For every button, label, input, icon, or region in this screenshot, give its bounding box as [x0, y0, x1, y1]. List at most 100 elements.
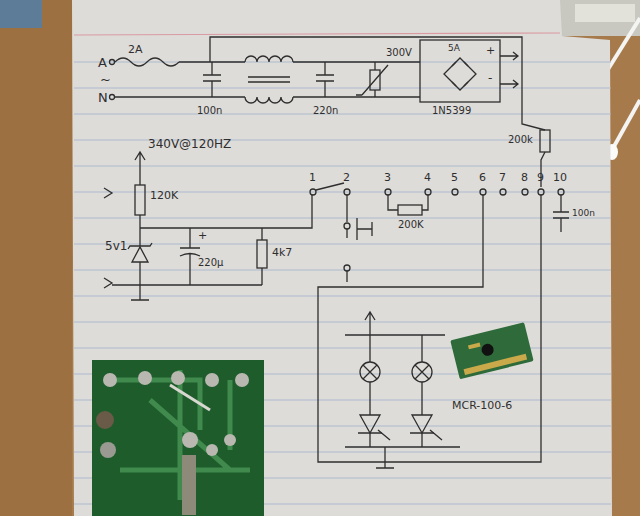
schematic-label: 5 [451, 172, 458, 183]
pcb-photo [205, 373, 219, 387]
terminal-strip [500, 189, 506, 195]
paper-sheet [74, 218, 611, 219]
mains-filter [356, 65, 388, 95]
terminal-strip [318, 195, 483, 462]
lamp-thyristor-circuit [376, 447, 394, 468]
schematic-label: 100n [572, 209, 595, 218]
schematic-label: + [486, 45, 495, 56]
schematic-label: - [488, 72, 492, 84]
mains-filter [248, 77, 290, 82]
supply-circuit [131, 285, 149, 300]
lamp-thyristor-circuit [370, 335, 422, 362]
mains-filter [245, 97, 293, 103]
pcb-photo [92, 360, 264, 516]
lamp-thyristor-circuit [370, 433, 422, 447]
mains-filter [444, 58, 476, 90]
pcb-photo [224, 434, 236, 446]
supply-circuit [135, 185, 145, 215]
terminal-strip [344, 189, 350, 195]
terminal-strip [522, 189, 528, 195]
schematic-label: + [198, 230, 207, 241]
thyristor-board [450, 322, 533, 379]
background [0, 0, 72, 516]
schematic-label: 2A [128, 44, 143, 55]
lamp-thyristor-circuit [370, 382, 422, 415]
mains-filter [420, 40, 500, 102]
paper-sheet [74, 296, 611, 297]
terminal-strip [425, 189, 431, 195]
terminal-strip [538, 189, 544, 195]
terminal-strip [310, 189, 316, 195]
terminal-strip [452, 189, 458, 195]
paper-sheet [74, 270, 611, 271]
mains-filter [316, 62, 334, 97]
paper-sheet [74, 166, 611, 167]
schematic-label: 4 [424, 172, 431, 183]
schematic-label: 1N5399 [432, 106, 471, 116]
pcb-photo [235, 373, 249, 387]
terminal-strip [480, 189, 486, 195]
thyristor-board [450, 322, 533, 379]
schematic-label: MCR-100-6 [452, 400, 512, 411]
pcb-photo [92, 360, 264, 516]
terminal-strip [316, 183, 344, 190]
supply-circuit [104, 152, 312, 300]
mains-filter [110, 95, 115, 100]
lamp-thyristor-circuit [365, 312, 375, 335]
supply-circuit [257, 240, 267, 268]
terminal-strip [558, 189, 564, 195]
paper-sheet [74, 33, 560, 35]
schematic-label: 100n [197, 106, 222, 116]
pcb-photo [100, 442, 116, 458]
terminal-strip [346, 195, 347, 222]
supply-circuit [132, 247, 148, 262]
schematic-label: 200k [508, 135, 533, 145]
schematic-label: N [98, 91, 108, 104]
terminal-strip [344, 223, 350, 229]
schematic-label: 300V [386, 48, 412, 58]
schematic-label: 5v1 [105, 240, 127, 252]
supply-circuit [180, 228, 200, 285]
mains-filter [110, 37, 551, 187]
supply-circuit [139, 262, 140, 285]
schematic-label: 6 [479, 172, 486, 183]
thyristor-board [464, 354, 528, 375]
background [0, 0, 42, 28]
thyristor-board [480, 343, 495, 358]
supply-circuit [139, 215, 140, 246]
mains-filter [293, 62, 420, 97]
mains-filter [210, 37, 545, 130]
schematic-label: 120K [150, 190, 178, 201]
schematic-label: 7 [499, 172, 506, 183]
terminal-strip [398, 205, 422, 215]
schematic-label: ~ [100, 73, 111, 86]
paper-sheet [74, 114, 611, 115]
pcb-photo [182, 432, 198, 448]
paper-sheet [74, 88, 611, 89]
pcb-photo [138, 371, 152, 385]
terminal-strip [553, 195, 569, 232]
pcb-photo [110, 370, 250, 500]
pcb-photo [182, 455, 196, 515]
thyristor-board [468, 343, 481, 350]
mains-filter [245, 56, 293, 62]
schematic-label: 3 [384, 172, 391, 183]
schematic-label: 1 [309, 172, 316, 183]
pcb-photo [206, 444, 218, 456]
supply-circuit [112, 284, 262, 285]
terminal-strip [385, 189, 391, 195]
mains-filter [500, 80, 518, 88]
mains-filter [203, 62, 221, 97]
schematic-label: 10 [553, 172, 567, 183]
lamp-thyristor-circuit [345, 334, 445, 335]
mains-filter [115, 96, 245, 97]
mains-filter [500, 52, 518, 60]
lamp-thyristor-circuit [345, 312, 460, 468]
terminal-strip [310, 183, 569, 462]
schematic-label: 220n [313, 106, 338, 116]
pcb-photo [103, 373, 117, 387]
schematic-label: 5A [448, 44, 460, 53]
mains-filter [452, 62, 468, 86]
